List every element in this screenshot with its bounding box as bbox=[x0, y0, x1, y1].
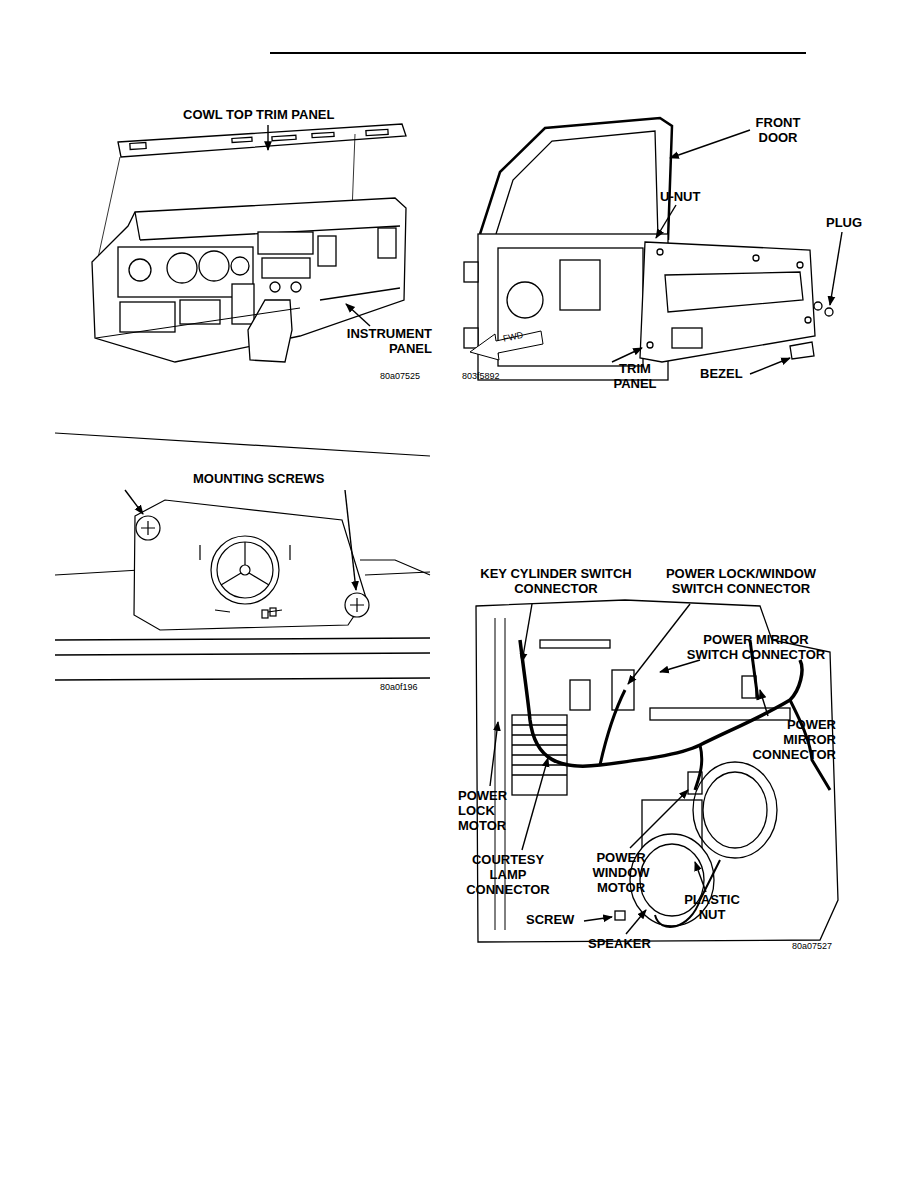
part-label: POWER MIRROR CONNECTOR bbox=[748, 718, 836, 763]
part-label: COWL TOP TRIM PANEL bbox=[183, 108, 334, 123]
part-label: TRIM PANEL bbox=[604, 362, 666, 392]
figure-code: 80a07527 bbox=[792, 941, 832, 951]
part-label: FRONT DOOR bbox=[748, 116, 808, 146]
part-label: POWER LOCK/WINDOW SWITCH CONNECTOR bbox=[652, 567, 830, 597]
part-label: POWER WINDOW MOTOR bbox=[580, 851, 662, 896]
part-label: POWER LOCK MOTOR bbox=[458, 789, 524, 834]
part-label: SCREW bbox=[526, 913, 574, 928]
part-label: POWER MIRROR SWITCH CONNECTOR bbox=[680, 633, 832, 663]
part-label: PLUG bbox=[826, 216, 862, 231]
part-label: COURTESY LAMP CONNECTOR bbox=[460, 853, 556, 898]
figure-code: 80a0f196 bbox=[380, 682, 418, 692]
figure-code: 80a07525 bbox=[380, 371, 420, 381]
part-label: PLASTIC NUT bbox=[674, 893, 750, 923]
part-label: MOUNTING SCREWS bbox=[193, 472, 324, 487]
part-label: KEY CYLINDER SWITCH CONNECTOR bbox=[480, 567, 632, 597]
part-label: BEZEL bbox=[700, 367, 743, 382]
part-label: U-NUT bbox=[660, 190, 700, 205]
part-label: SPEAKER bbox=[588, 937, 651, 952]
part-label: INSTRUMENT PANEL bbox=[327, 327, 432, 357]
figure-code: 803f5892 bbox=[462, 371, 500, 381]
